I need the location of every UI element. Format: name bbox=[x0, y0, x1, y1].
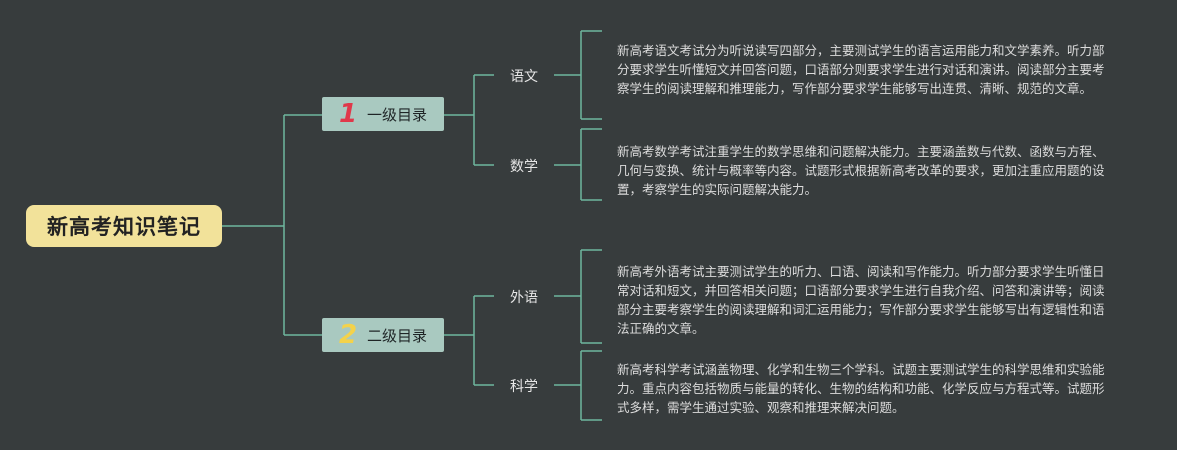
number-badge-1: 1 bbox=[338, 99, 358, 129]
connector-level1-2-children bbox=[444, 295, 494, 386]
level1-topic-2-label: 二级目录 bbox=[367, 326, 428, 345]
connector-bracket-chinese bbox=[554, 30, 602, 120]
note-science: 新高考科学考试涵盖物理、化学和生物三个学科。试题主要测试学生的科学思维和实验能力… bbox=[617, 362, 1105, 415]
root-topic[interactable]: 新高考知识笔记 bbox=[26, 205, 222, 247]
number-badge-2: 2 bbox=[338, 320, 358, 350]
level1-topic-2[interactable]: 2 二级目录 bbox=[322, 318, 444, 352]
connector-bracket-science bbox=[554, 350, 602, 421]
subtopic-chinese[interactable]: 语文 bbox=[510, 69, 538, 85]
level1-topic-1[interactable]: 1 一级目录 bbox=[322, 97, 444, 131]
connector-level1-1-children bbox=[444, 74, 494, 166]
level1-topic-1-label: 一级目录 bbox=[367, 105, 428, 124]
connector-bracket-math bbox=[554, 128, 602, 201]
root-topic-label: 新高考知识笔记 bbox=[47, 215, 201, 239]
subtopic-foreign-language[interactable]: 外语 bbox=[510, 290, 538, 306]
subtopic-math[interactable]: 数学 bbox=[510, 159, 538, 175]
note-chinese: 新高考语文考试分为听说读写四部分，主要测试学生的语言运用能力和文学素养。听力部分… bbox=[617, 43, 1105, 96]
connector-root-level1 bbox=[222, 114, 322, 336]
subtopic-science[interactable]: 科学 bbox=[510, 379, 538, 395]
note-foreign-language: 新高考外语考试主要测试学生的听力、口语、阅读和写作能力。听力部分要求学生听懂日常… bbox=[617, 264, 1105, 336]
connector-bracket-foreign-language bbox=[554, 249, 602, 344]
note-math: 新高考数学考试注重学生的数学思维和问题解决能力。主要涵盖数与代数、函数与方程、几… bbox=[617, 144, 1105, 197]
